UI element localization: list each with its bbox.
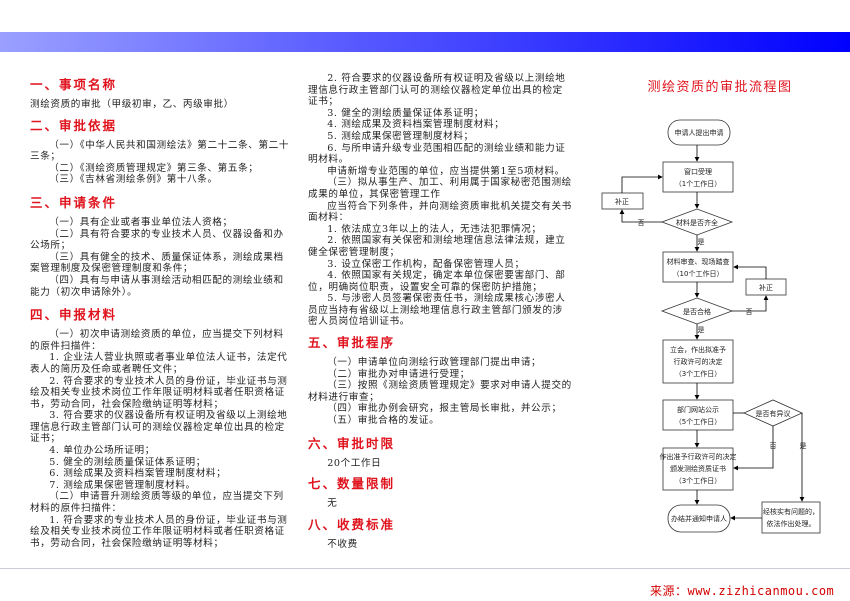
section-title: 三、申请条件 [30,194,118,210]
divider [0,568,850,569]
list-item: （四）审批办例会研究，报主管局长审批，并公示； [327,403,562,415]
list-item: 4. 单位办公场所证明； [49,445,155,457]
section-title: 二、审批依据 [30,117,118,133]
section-title: 四、申报材料 [30,307,118,323]
node-decide [662,339,734,384]
section-list: （一）申请单位向测绘行政管理部门提出申请；（二）审批办对申请进行受理；（三）按照… [308,357,572,427]
node-issue [662,447,734,491]
node-issue-label: 作出准予行政许可的决定 [660,452,737,461]
section-title: 八、收费标准 [308,516,396,532]
flow-connectors [619,145,805,521]
section-list: （一）《中华人民共和国测绘法》第二十二条、第二十三条；（二）《测绘资质管理规定》… [30,140,292,186]
list-item: 2. 符合要求的仪器设备所有权证明及省级以上测绘地理信息行政主管部门认可的测绘仪… [308,73,566,108]
section-list: 2. 符合要求的仪器设备所有权证明及省级以上测绘地理信息行政主管部门认可的测绘仪… [308,73,572,328]
node-review-label: 材料审查、现场踏查 [667,257,730,266]
list-item: 1. 依法成立3年以上的法人，无违法犯罪情况； [327,223,542,235]
node-issue-label: （3个工作日） [675,476,721,485]
node-decide-label: 行政许可的决定 [674,357,723,366]
list-item: （二）《测绘资质管理规定》第三条、第五条； [49,162,259,174]
node-fix2-label: 补正 [759,283,773,292]
list-item: （一）具有企业或者事业单位法人资格； [49,216,233,228]
list-item: 1. 企业法人营业执照或者事业单位法人证书，法定代表人的简历及任命或者聘任文件； [30,352,288,375]
section-title: 六、审批时限 [308,435,396,451]
list-item: 6. 测绘成果及资料档案管理制度材料； [49,468,227,480]
node-accept-label: 窗口受理 [684,167,712,176]
node-finish-label: 办结并通知申请人 [671,514,727,523]
list-item: （三）按照《测绘资质管理规定》要求对申请人提交的材料进行审查； [308,380,572,403]
list-item: （三）《吉林省测绘条例》第十八条。 [49,174,218,186]
no-label: 否 [770,442,777,450]
list-item: 3. 健全的测绘质量保证体系证明； [327,107,484,119]
list-item: 5. 测绘成果保密管理制度材料； [327,130,474,142]
list-item: （一）《中华人民共和国测绘法》第二十二条、第二十三条； [30,139,290,163]
yes-label: 是 [698,238,705,246]
section-title: 五、审批程序 [308,335,396,351]
list-item: 申请新增专业范围的单位，应当提供第1至5项材料。 [327,165,565,177]
section-body: 20个工作日 [327,457,382,469]
list-item: （一）初次申请测绘资质的单位，应当提交下列材料的原件扫描件： [30,329,284,352]
list-item: 2. 符合要求的专业技术人员的身份证，毕业证书与测绘及相关专业技术岗位工作年限证… [30,375,288,410]
section-body: 无 [327,498,338,510]
node-handle [761,501,821,534]
section-body: 不收费 [327,538,358,550]
section-body: 测绘资质的审批（甲级初审，乙、丙级审批） [30,99,234,110]
section-title: 一、事项名称 [30,77,118,92]
node-finish [667,504,731,533]
node-check2-label: 是否合格 [683,307,711,316]
source-footer: 来源：www.zizhicanmou.com [650,584,835,598]
no-label: 否 [638,219,645,227]
node-check1 [660,208,734,236]
node-decide-label: 立会，作出拟准予 [670,345,726,354]
node-fix1 [601,192,644,210]
list-item: 5. 健全的测绘质量保证体系证明； [49,456,206,468]
no-label: 否 [746,308,753,316]
yes-label: 是 [698,326,705,334]
node-review-label: （10个工作日） [673,269,724,278]
node-check1-label: 材料是否齐全 [676,218,718,227]
node-start [667,119,731,146]
node-objection-label: 是否有异议 [756,409,791,418]
list-item: 1. 符合要求的专业技术人员的身份证，毕业证书与测绘及相关专业技术岗位工作年限证… [30,514,288,549]
list-item: 3. 符合要求的仪器设备所有权证明及省级以上测绘地理信息行政主管部门认可的测绘仪… [30,410,288,445]
section-title: 七、数量限制 [308,476,396,492]
node-accept [662,161,734,193]
list-item: 3. 设立保密工作机构，配备保密管理人员； [327,258,525,270]
list-item: 7. 测绘成果保密管理制度材料。 [49,479,196,491]
list-item: （四）具有与申请从事测绘活动相匹配的测绘业绩和能力（初次申请除外）。 [30,274,284,298]
list-item: 5. 与涉密人员签署保密责任书，测绘成果核心涉密人员应当持有省级以上测绘地理信息… [308,293,566,328]
list-item: （五）审批合格的发证。 [327,415,440,427]
node-start-label: 申请人提出申请 [675,128,724,137]
node-publicize [662,399,734,431]
section-list: （一）具有企业或者事业单位法人资格；（二）具有符合要求的专业技术人员、仪器设备和… [30,217,292,298]
flowchart-title: 测绘资质的审批流程图 [647,80,793,95]
node-decide-label: （3个工作日） [675,369,721,378]
node-accept-label: （1个工作日） [675,179,721,188]
list-item: （二）审批办对申请进行受理； [327,368,470,380]
node-fix1-label: 补正 [615,197,629,206]
left-column: 一、事项名称 测绘资质的审批（甲级初审，乙、丙级审批） 二、审批依据 （一）《中… [30,72,292,549]
list-item: 4. 测绘成果及资料档案管理制度材料； [327,119,505,131]
list-item: （三）具有健全的技术、质量保证体系，测绘成果档案管理制度及保密管理制度和条件； [30,251,284,275]
list-item: （三）拟从事生产、加工、利用属于国家秘密范围测绘成果的单位，其保密管理工作 [308,177,572,200]
list-item: 6. 与所申请升级专业范围相匹配的测绘业绩和能力证明材料。 [308,142,566,166]
header-band [0,32,850,52]
middle-column: 2. 符合要求的仪器设备所有权证明及省级以上测绘地理信息行政主管部门认可的测绘仪… [308,73,572,558]
list-item: 2. 依照国家有关保密和测绘地理信息法律法规，建立健全保密管理制度； [308,235,566,258]
node-publicize-label: 部门网站公示 [677,405,719,414]
list-item: （一）申请单位向测绘行政管理部门提出申请； [327,357,542,369]
list-item: （二）具有符合要求的专业技术人员、仪器设备和办公场所； [30,228,284,252]
list-item: 应当符合下列条件，并向测绘资质审批机关提交有关书面材料： [308,200,572,224]
list-item: （二）申请晋升测绘资质等级的单位，应当提交下列材料的原件扫描件： [30,491,284,515]
yes-label: 是 [800,442,807,450]
node-issue-label: 颁发测绘资质证书 [670,464,726,473]
node-publicize-label: （5个工作日） [675,417,721,426]
node-review [662,251,734,283]
node-handle-label: 经核实有问题的， [763,507,819,516]
section-list: （一）初次申请测绘资质的单位，应当提交下列材料的原件扫描件：1. 企业法人营业执… [30,329,292,549]
node-handle-label: 依法作出处理。 [767,519,816,528]
list-item: 4. 依照国家有关规定，确定本单位保密要害部门、部位，明确岗位职责，设置安全可靠… [308,270,566,293]
